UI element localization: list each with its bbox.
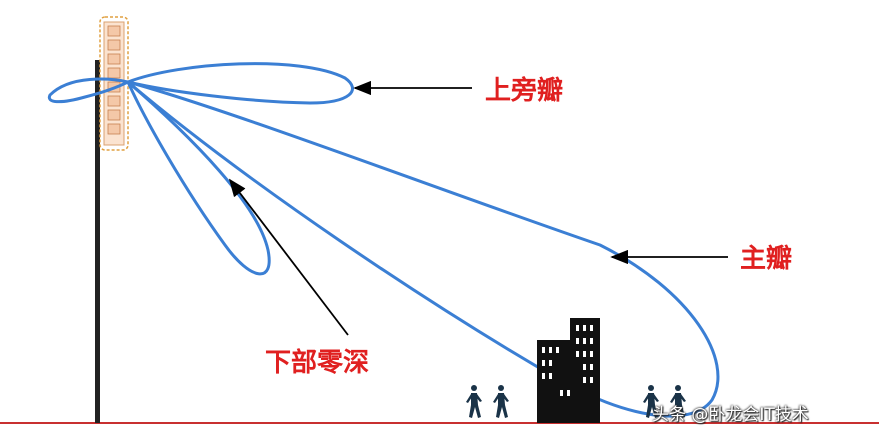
walking-person-icon: [493, 385, 509, 418]
upper-sidelobe-label: 上旁瓣: [485, 76, 564, 106]
back-lobe: [47, 77, 130, 104]
lower-null-arrow: [228, 178, 349, 336]
main-lobe-label: 主瓣: [740, 244, 793, 274]
pedestrians-left: [466, 385, 509, 418]
lower-side-lobe: [126, 80, 271, 276]
watermark: 头条 @卧龙会IT技术: [652, 405, 809, 425]
pedestrians-right: [643, 385, 686, 418]
walking-person-icon: [670, 385, 686, 418]
upper-side-lobe: [126, 62, 354, 105]
building-icon: [537, 318, 600, 423]
walking-person-icon: [466, 385, 482, 418]
main-lobe: [126, 80, 720, 418]
antenna-pole: [95, 60, 100, 423]
walking-person-icon: [643, 385, 659, 418]
lower-null-label: 下部零深: [265, 348, 370, 378]
